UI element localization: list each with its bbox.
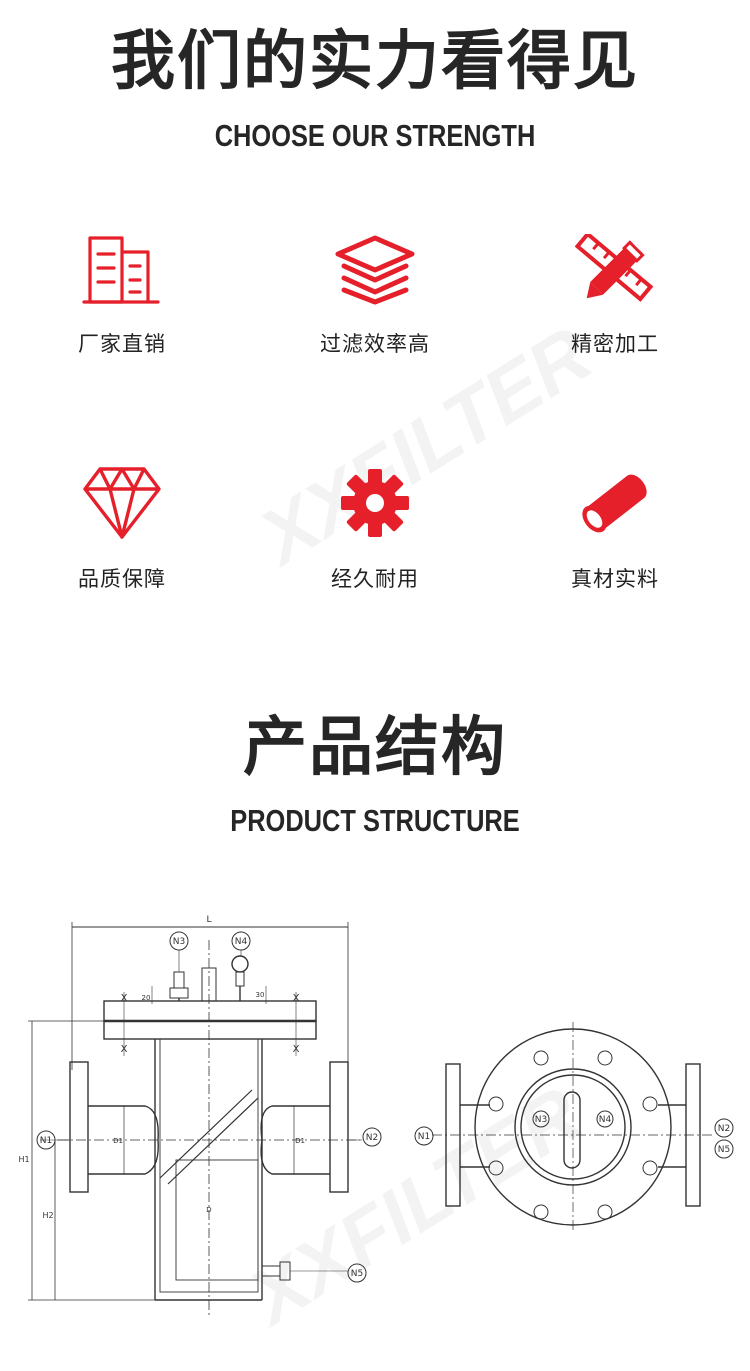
product-structure-drawing: L N3 N4 N1 N2 N5 H1 H2 D1 D1 D 20 30 X X…: [18, 915, 734, 1318]
feature-quality-assurance: 品质保障: [22, 465, 222, 593]
feature-label: 经久耐用: [331, 567, 419, 591]
top-N3-label: N3: [535, 1115, 547, 1125]
pipe-icon: [582, 474, 647, 533]
feature-filter-efficiency: 过滤效率高: [275, 234, 475, 358]
feature-precision-machining: 精密加工: [515, 234, 715, 358]
top-N1-label: N1: [418, 1132, 430, 1142]
structure-title-en: PRODUCT STRUCTURE: [230, 803, 520, 838]
section-x-label: X: [121, 993, 128, 1004]
top-N2-label: N2: [718, 1124, 730, 1134]
dim-30-label: 30: [256, 991, 265, 999]
dim-D1-right-label: D1: [295, 1137, 305, 1145]
feature-genuine-materials: 真材实料: [515, 465, 715, 593]
top-N5-label: N5: [718, 1145, 730, 1155]
dim-D-label: D: [206, 1206, 211, 1214]
section-x-label: X: [293, 1044, 300, 1055]
feature-label: 真材实料: [571, 567, 659, 591]
feature-durable: 经久耐用: [275, 465, 475, 593]
feature-direct-sales: 厂家直销: [22, 234, 222, 358]
structure-title-cn: 产品结构: [243, 711, 507, 785]
strength-title-en: CHOOSE OUR STRENGTH: [214, 118, 536, 153]
diamond-icon: [83, 467, 161, 539]
section-x-label: X: [121, 1044, 128, 1055]
feature-label: 厂家直销: [78, 332, 166, 356]
gear-icon: [341, 469, 409, 537]
strength-title-cn: 我们的实力看得见: [111, 25, 639, 99]
feature-label: 精密加工: [571, 332, 659, 356]
dim-20-label: 20: [142, 994, 151, 1002]
nozzle-N3-label: N3: [173, 937, 185, 947]
dim-H1-label: H1: [18, 1155, 29, 1164]
feature-label: 过滤效率高: [320, 332, 430, 356]
nozzle-N5-label: N5: [351, 1269, 363, 1279]
buildings-icon: [82, 236, 160, 304]
dim-L-label: L: [206, 915, 211, 925]
nozzle-N2-label: N2: [366, 1133, 378, 1143]
side-view: [28, 922, 382, 1318]
dim-D1-left-label: D1: [113, 1137, 123, 1145]
feature-label: 品质保障: [78, 567, 166, 591]
pencil-ruler-icon: [575, 234, 654, 302]
top-view: [414, 1022, 734, 1230]
nozzle-N4-label: N4: [235, 937, 248, 947]
section-x-label: X: [293, 993, 300, 1004]
top-N4-label: N4: [599, 1115, 612, 1125]
dim-H2-label: H2: [42, 1211, 53, 1220]
nozzle-N1-label: N1: [40, 1136, 52, 1146]
layers-icon: [335, 235, 415, 305]
